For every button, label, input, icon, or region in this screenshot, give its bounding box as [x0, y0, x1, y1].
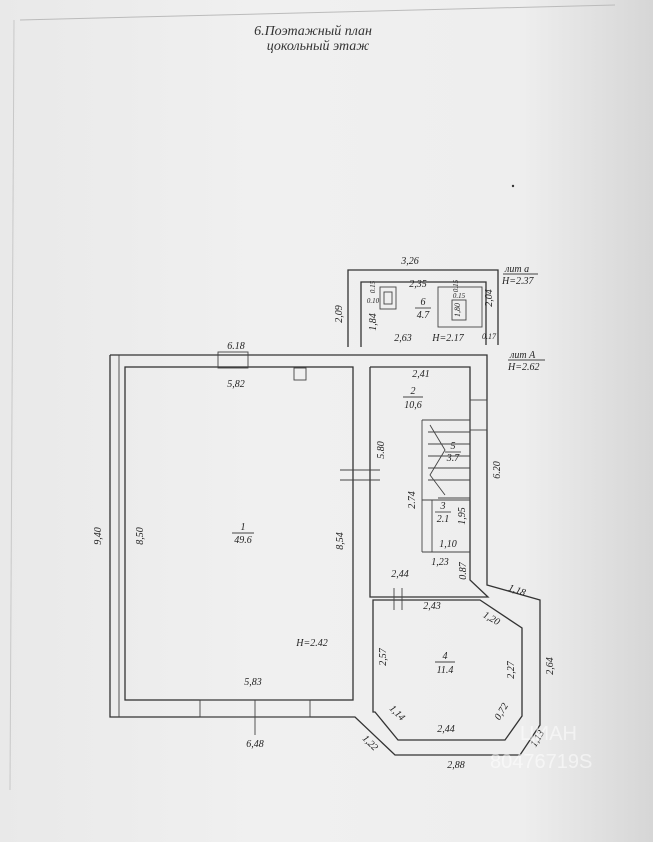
fixture: [293, 367, 307, 381]
room-4-walls: [372, 599, 523, 741]
dim-180: 1,80: [453, 303, 462, 317]
dim-209: 2,09: [334, 305, 345, 323]
dim-583: 5,83: [244, 677, 262, 688]
lit-a-height: H=2.37: [501, 276, 534, 287]
staircase: [421, 419, 471, 553]
dim-227: 2,27: [506, 660, 517, 679]
window-top: [217, 351, 249, 369]
room-1-height: H=2.42: [295, 638, 327, 649]
plan-subtitle: цокольный этаж: [267, 39, 370, 54]
room-4-area: 11.4: [437, 665, 454, 676]
dim-118: 1,18: [507, 582, 527, 598]
dim-854: 8,54: [335, 532, 346, 550]
dim-648: 6,48: [246, 739, 264, 750]
dim-580: 5.80: [376, 441, 387, 459]
room-6-height: H=2.17: [431, 333, 464, 344]
dim-274: 2.74: [407, 491, 418, 509]
dim-087: 0.87: [458, 561, 469, 580]
room-2-walls: [369, 366, 490, 598]
dim-114: 1,14: [387, 703, 407, 723]
dim-123: 1,23: [431, 557, 449, 568]
plan-title: 6.Поэтажный план: [254, 24, 372, 39]
dim-235: 2,35: [409, 279, 427, 290]
dim-015-c: 0.15: [453, 292, 466, 300]
dim-244-a: 2,44: [391, 569, 409, 580]
dim-244-b: 2,44: [437, 724, 455, 735]
ink-dot: [511, 184, 515, 188]
dim-015-b: 0.15: [452, 279, 460, 292]
dim-204: 2,04: [484, 289, 495, 307]
dim-072: 0,72: [493, 701, 511, 722]
room-1-walls: [124, 366, 354, 701]
stove: [379, 286, 397, 310]
room-6-box: [437, 286, 483, 328]
dim-263: 2,63: [394, 333, 412, 344]
room-2-area: 10,6: [404, 400, 422, 411]
dim-122: 1,22: [360, 733, 380, 753]
dim-241: 2,41: [412, 369, 430, 380]
dim-264: 2,64: [545, 657, 556, 675]
watermark-id: 80476719S: [490, 751, 592, 773]
dim-620: 6.20: [492, 461, 503, 479]
room-1-number: 1: [241, 522, 246, 533]
lit-a-label: лит а: [504, 264, 529, 275]
dim-243: 2,43: [423, 601, 441, 612]
room-5-area: 3.7: [446, 453, 461, 464]
dim-195: 1,95: [457, 507, 468, 525]
annex-lit-a: [347, 269, 499, 347]
dim-288: 2,88: [447, 760, 465, 771]
dim-618: 6.18: [227, 341, 245, 352]
room-3-number: 3: [440, 501, 446, 512]
dim-940: 9,40: [93, 527, 104, 545]
dim-110: 1,10: [439, 539, 457, 550]
room-5-number: 5: [451, 441, 456, 452]
lit-A-label: лит А: [509, 350, 536, 361]
dim-010: 0.10: [367, 297, 380, 305]
room-1-area: 49.6: [234, 535, 252, 546]
room-3-area: 2.1: [437, 514, 450, 525]
dim-015-a: 0.15: [369, 280, 377, 293]
page-edge-left: [9, 19, 15, 791]
dim-017: 0.17: [482, 332, 497, 341]
dim-850: 8,50: [135, 527, 146, 545]
watermark-brand: ЦИАН: [520, 723, 577, 745]
room-6-number: 6: [421, 297, 426, 308]
page-edge: [19, 4, 616, 21]
main-building: [109, 351, 541, 756]
dim-326: 3,26: [400, 256, 419, 267]
dim-257: 2,57: [378, 647, 389, 666]
dim-184: 1,84: [368, 313, 379, 331]
room-4-number: 4: [443, 651, 448, 662]
lit-A-height: H=2.62: [507, 362, 539, 373]
dim-582: 5,82: [227, 379, 245, 390]
room-6-area: 4.7: [417, 310, 431, 321]
window-right: [469, 399, 488, 431]
room-2-number: 2: [411, 386, 416, 397]
